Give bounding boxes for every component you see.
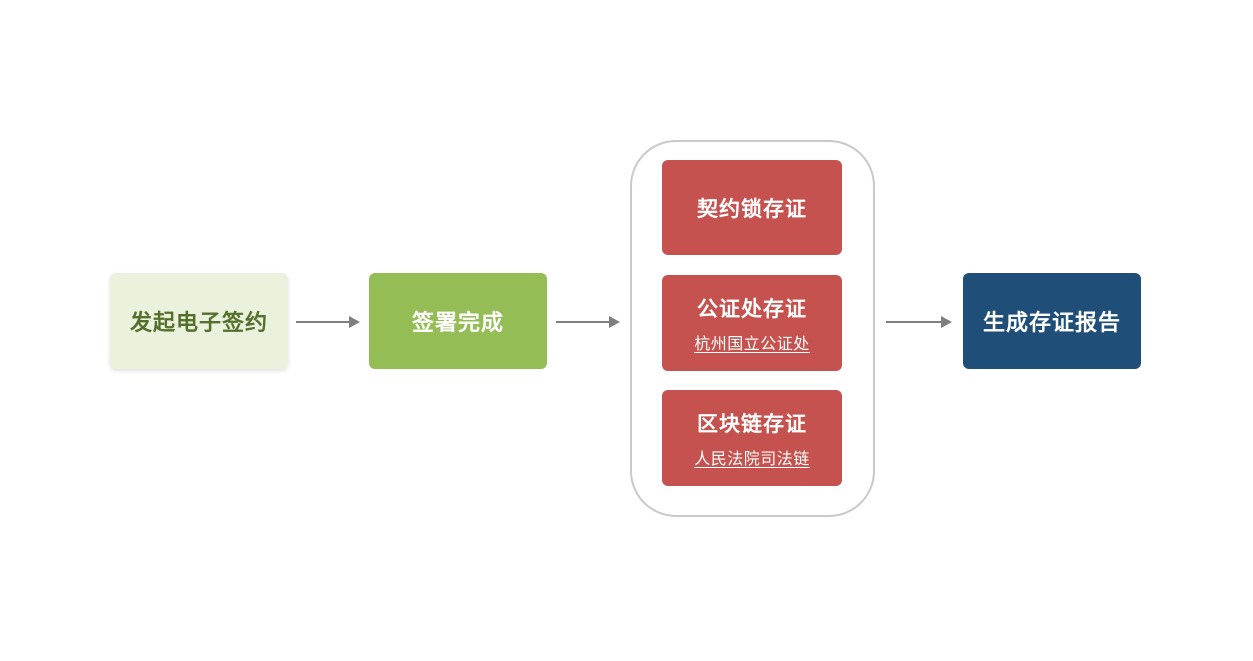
step-initiate-label: 发起电子签约 [129,310,268,335]
step-initiate-signing: 发起电子签约 [110,273,288,369]
evidence-title: 契约锁存证 [697,197,807,221]
arrow-line [886,321,941,323]
evidence-subtitle: 人民法院司法链 [694,450,810,468]
arrow-head-icon [941,316,952,328]
arrow-head-icon [609,316,620,328]
evidence-subtitle: 杭州国立公证处 [694,335,810,353]
step-signing-complete: 签署完成 [369,273,547,369]
step-generate-report: 生成存证报告 [963,273,1141,369]
flow-arrow-1 [296,315,360,329]
evidence-title: 公证处存证 [697,297,807,321]
evidence-storage-group: 契约锁存证 公证处存证 杭州国立公证处 区块链存证 人民法院司法链 [630,140,875,517]
flow-arrow-2 [556,315,620,329]
arrow-head-icon [349,316,360,328]
arrow-line [296,321,349,323]
evidence-qiyuesuo: 契约锁存证 [662,160,842,255]
evidence-title: 区块链存证 [697,412,807,436]
evidence-notary-office: 公证处存证 杭州国立公证处 [662,275,842,371]
evidence-blockchain: 区块链存证 人民法院司法链 [662,390,842,486]
flow-arrow-3 [886,315,952,329]
step-signed-label: 签署完成 [411,310,504,335]
step-report-label: 生成存证报告 [982,310,1121,335]
arrow-line [556,321,609,323]
